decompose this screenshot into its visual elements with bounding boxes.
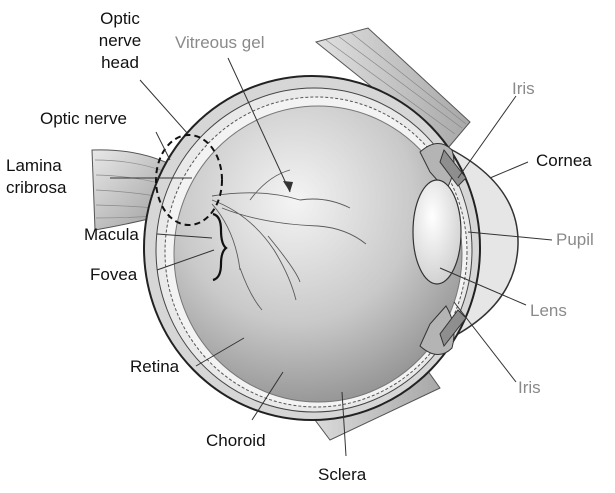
leader-fovea <box>156 249 215 271</box>
upper-muscle-fibers <box>325 31 467 135</box>
leader-macula <box>156 233 213 239</box>
vitreous-arrowhead <box>283 181 293 192</box>
label-optic-nerve-head-line-2: nerve <box>98 31 142 50</box>
label-optic-nerve-head-line-3: head <box>101 53 139 72</box>
leader-cornea <box>489 161 529 179</box>
retinal-vessels <box>211 169 367 311</box>
label-iris-bottom: Iris <box>518 378 541 397</box>
label-retina: Retina <box>130 357 180 376</box>
leader-lens <box>439 267 527 306</box>
iris-top-shape <box>439 148 467 187</box>
label-fovea: Fovea <box>90 265 138 284</box>
label-choroid: Choroid <box>206 431 266 450</box>
label-cornea: Cornea <box>536 151 592 170</box>
label-optic-nerve: Optic nerve <box>40 109 127 128</box>
leader-choroid <box>251 371 284 421</box>
leader-pupil <box>467 231 553 241</box>
lens-shape <box>412 179 462 285</box>
vitreous-body <box>173 105 463 403</box>
leader-retina <box>195 337 245 367</box>
label-lens: Lens <box>530 301 567 320</box>
label-iris-top: Iris <box>512 79 535 98</box>
leader-optic-nerve-head <box>139 79 189 135</box>
label-vitreous-gel: Vitreous gel <box>175 33 265 52</box>
optic-nerve-fibers <box>94 159 177 219</box>
label-pupil: Pupil <box>556 230 594 249</box>
label-optic-nerve-head: Optic nerve head <box>90 8 150 74</box>
leader-iris-top <box>457 95 517 179</box>
macula-bracket <box>212 212 228 282</box>
leader-iris-bottom <box>453 301 517 383</box>
leader-optic-nerve <box>155 131 171 161</box>
label-lamina-cribrosa-line-1: Lamina <box>6 156 62 175</box>
label-lamina-cribrosa: Lamina cribrosa <box>6 155 66 199</box>
label-optic-nerve-head-line-1: Optic <box>100 9 140 28</box>
label-lamina-cribrosa-line-2: cribrosa <box>6 178 67 197</box>
leader-vitreous-gel <box>227 57 291 193</box>
label-macula: Macula <box>84 225 139 244</box>
iris-bottom-shape <box>439 309 467 348</box>
label-sclera: Sclera <box>318 465 367 484</box>
leader-sclera <box>341 391 347 457</box>
optic-nerve-head-outline <box>155 134 223 226</box>
